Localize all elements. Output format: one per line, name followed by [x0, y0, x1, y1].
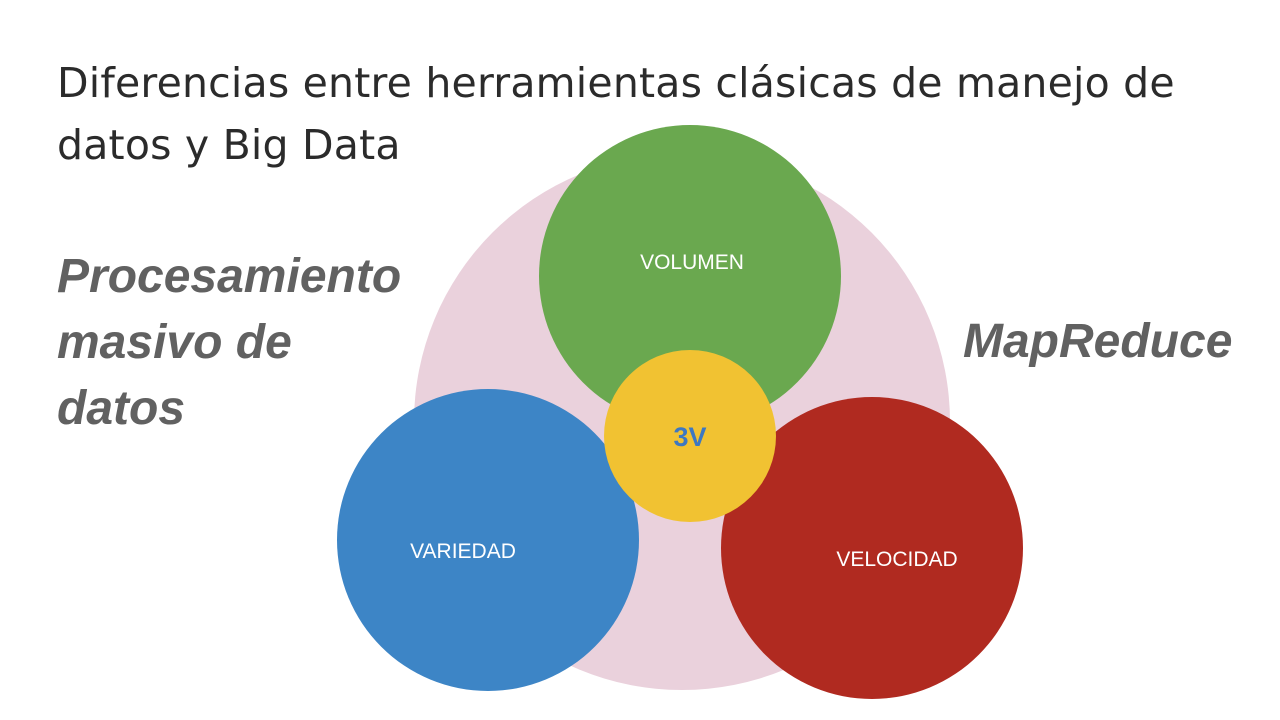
- left-side-label-line-2: masivo de: [57, 316, 292, 369]
- variedad-label: VARIEDAD: [410, 540, 516, 563]
- volumen-label: VOLUMEN: [640, 251, 744, 274]
- left-side-label: Procesamiento masivo de datos: [57, 244, 401, 442]
- left-side-label-line-3: datos: [57, 382, 186, 435]
- slide-title-line-1: Diferencias entre herramientas clásicas …: [57, 59, 1175, 107]
- slide-title-line-2: datos y Big Data: [57, 121, 401, 169]
- left-side-label-line-1: Procesamiento: [57, 250, 402, 303]
- center-3v-circle: [604, 350, 776, 522]
- velocidad-circle: [721, 397, 1023, 699]
- slide-title: Diferencias entre herramientas clásicas …: [57, 52, 1257, 176]
- right-side-label: MapReduce: [963, 315, 1233, 368]
- volumen-circle: [539, 125, 841, 427]
- velocidad-label: VELOCIDAD: [836, 548, 957, 571]
- center-3v-label: 3V: [673, 422, 706, 452]
- variedad-circle: [337, 389, 639, 691]
